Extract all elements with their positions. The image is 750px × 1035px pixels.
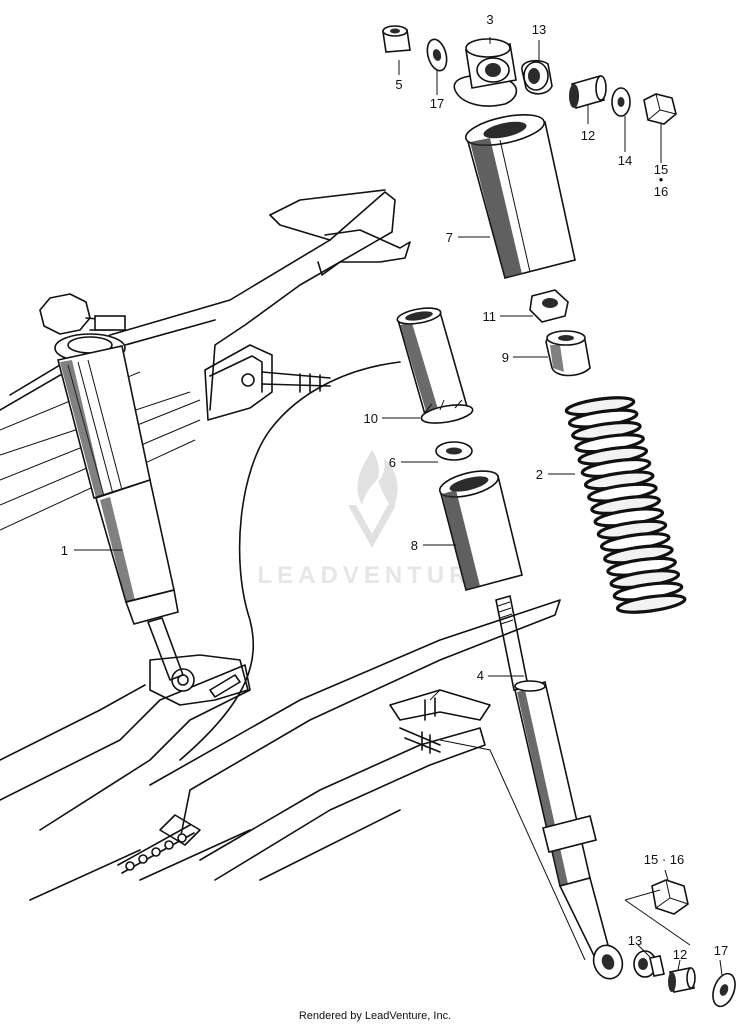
callout-1: 1 bbox=[61, 543, 68, 558]
part-2-spring bbox=[564, 396, 687, 614]
part-1-shock-assembly bbox=[39, 293, 184, 681]
drive-chain bbox=[117, 824, 195, 874]
part-14-washer bbox=[611, 87, 631, 117]
part-7-upper-spring-cover bbox=[464, 114, 576, 279]
callout-17-top: 17 bbox=[430, 96, 444, 111]
callout-13-bottom: 13 bbox=[628, 933, 642, 948]
part-12-collar-bottom bbox=[668, 967, 696, 993]
part-17-washer-top bbox=[426, 38, 448, 72]
watermark-flame-logo bbox=[348, 450, 398, 548]
part-5-collar-nut bbox=[382, 25, 411, 53]
part-13-bushing-bottom bbox=[633, 950, 665, 978]
footer-credit: Rendered by LeadVenture, Inc. bbox=[298, 1010, 452, 1022]
spring-coil bbox=[615, 593, 687, 614]
watermark: LEADVENTURE bbox=[257, 450, 492, 589]
part-12-collar-top bbox=[569, 74, 607, 110]
part-6-washer bbox=[435, 441, 473, 461]
part-4-damper bbox=[495, 595, 624, 980]
callout-15-16-bottom: 15 · 16 bbox=[644, 852, 684, 867]
part-13-bushing-top bbox=[521, 59, 553, 95]
callout-17-bottom: 17 bbox=[714, 943, 728, 958]
callout-13-top: 13 bbox=[532, 22, 546, 37]
callout-dot-separator: • bbox=[659, 172, 664, 187]
callout-15-top: 15 bbox=[654, 162, 668, 177]
callout-4: 4 bbox=[477, 668, 484, 683]
part-9-stopper bbox=[545, 330, 591, 377]
callout-3: 3 bbox=[486, 12, 493, 27]
callout-6: 6 bbox=[389, 455, 396, 470]
leader-lines bbox=[74, 37, 723, 976]
callout-11: 11 bbox=[483, 309, 497, 324]
watermark-text: LEADVENTURE bbox=[257, 562, 492, 589]
callout-12-top: 12 bbox=[581, 128, 595, 143]
callout-2: 2 bbox=[536, 467, 543, 482]
part-10-inner-sleeve bbox=[396, 307, 474, 424]
callout-12-bottom: 12 bbox=[673, 947, 687, 962]
part-3-upper-mount bbox=[453, 38, 518, 107]
part-11-nut bbox=[529, 289, 569, 323]
callout-8: 8 bbox=[411, 538, 418, 553]
callout-16-top: 16 bbox=[654, 184, 668, 199]
part-8-lower-spring-cover bbox=[438, 470, 523, 591]
callout-9: 9 bbox=[502, 350, 509, 365]
part-15-16-cap-nut-top bbox=[643, 93, 677, 125]
callout-7: 7 bbox=[446, 230, 453, 245]
callout-labels: 1 2 3 4 5 6 7 8 9 10 11 12 13 14 15 • 16… bbox=[61, 12, 728, 962]
callout-14: 14 bbox=[618, 153, 632, 168]
part-15-16-cap-nut-bottom bbox=[651, 879, 689, 915]
part-17-washer-bottom bbox=[712, 972, 736, 1008]
callout-5: 5 bbox=[395, 77, 402, 92]
callout-10: 10 bbox=[364, 411, 378, 426]
frame-and-swingarm bbox=[0, 189, 561, 901]
